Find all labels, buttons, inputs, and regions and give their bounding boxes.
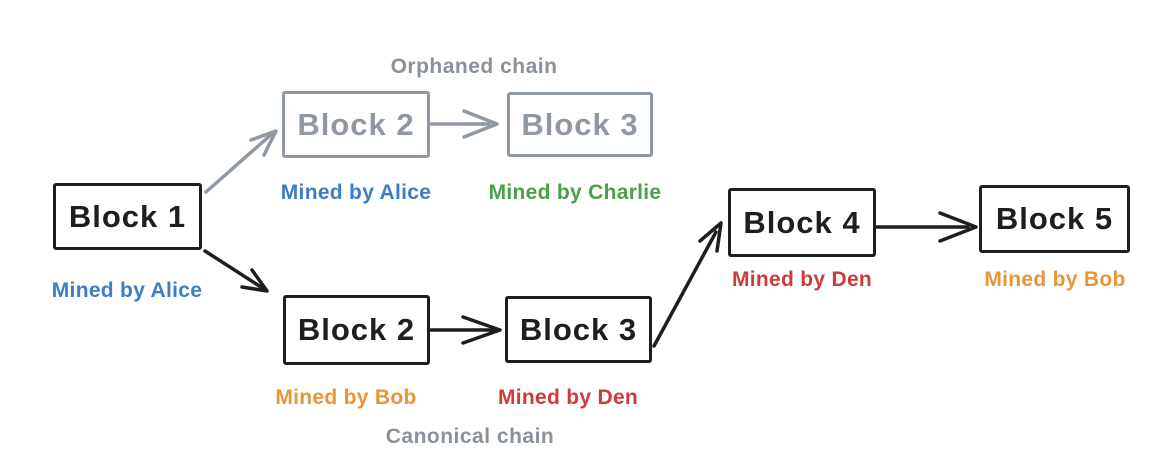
orphaned-block-3-miner-label: Mined by Charlie — [488, 181, 662, 204]
block-4-miner-label: Mined by Den — [731, 268, 873, 291]
block-4-node: Block 4 — [728, 188, 876, 257]
canonical-block-2-label: Block 2 — [297, 312, 416, 347]
block-1-node: Block 1 — [53, 183, 202, 250]
canonical-block-3-label: Block 3 — [519, 311, 638, 347]
block-4-label: Block 4 — [743, 204, 861, 240]
canonical-block-3-node: Block 3 — [505, 296, 652, 363]
orphaned-block-3-node: Block 3 — [507, 92, 653, 157]
canonical-block-2-miner-label: Mined by Bob — [275, 386, 417, 409]
orphaned-block-2-miner-label: Mined by Alice — [280, 181, 432, 204]
arrow-block4-to-block5 — [875, 211, 978, 243]
block-5-label: Block 5 — [995, 201, 1114, 236]
block-5-miner-label: Mined by Bob — [984, 268, 1126, 291]
orphaned-block-3-label: Block 3 — [521, 106, 639, 142]
orphaned-block-2-label: Block 2 — [297, 106, 415, 142]
orphaned-block-2-node: Block 2 — [282, 91, 430, 158]
block-1-label: Block 1 — [68, 198, 187, 234]
block-1-miner-label: Mined by Alice — [51, 279, 203, 302]
arrow-canonical-block2-to-block3 — [429, 315, 502, 345]
canonical-block-2-node: Block 2 — [283, 295, 430, 365]
canonical-block-3-miner-label: Mined by Den — [497, 386, 639, 409]
arrow-orphaned-block2-to-block3 — [429, 109, 499, 139]
orphaned-chain-label: Orphaned chain — [390, 55, 558, 78]
canonical-chain-label: Canonical chain — [385, 425, 555, 448]
block-5-node: Block 5 — [979, 185, 1130, 253]
